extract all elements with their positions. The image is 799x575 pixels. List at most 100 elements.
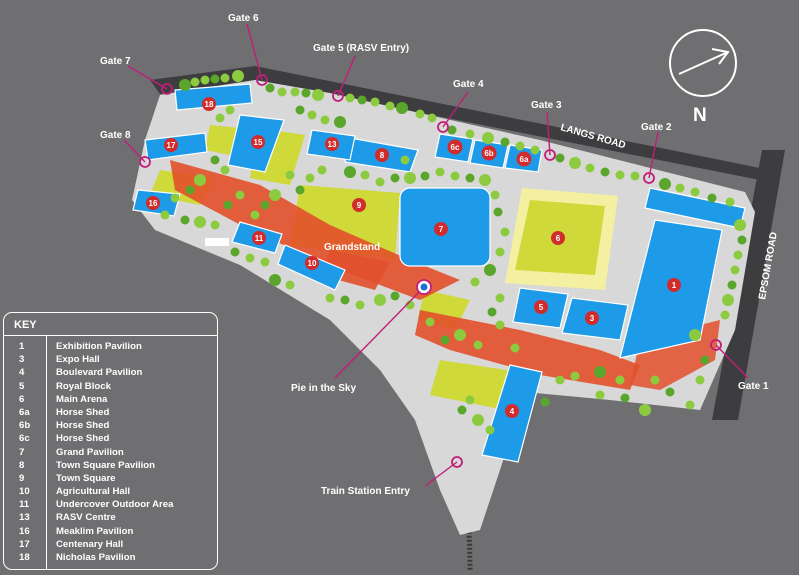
tree-icon	[472, 414, 484, 426]
tree-icon	[180, 215, 190, 225]
small-structure	[205, 238, 229, 246]
gate-6-leader	[246, 23, 263, 81]
marker-6c	[447, 139, 463, 155]
key-row-name: Meaklim Pavilion	[56, 525, 134, 537]
tree-icon	[465, 129, 475, 139]
key-row-number: 17	[19, 538, 30, 550]
walkway	[320, 250, 390, 290]
key-row-number: 6b	[19, 420, 31, 432]
tree-icon	[334, 116, 346, 128]
tree-icon	[265, 83, 275, 93]
tree-icon	[390, 291, 400, 301]
tree-icon	[737, 235, 747, 245]
tree-icon	[540, 397, 550, 407]
tree-icon	[482, 132, 494, 144]
marker-label-5: 5	[539, 303, 544, 312]
tree-icon	[454, 329, 466, 341]
tree-icon	[340, 295, 350, 305]
gate-3-leader	[546, 111, 551, 156]
marker-3	[585, 311, 599, 325]
tree-icon	[470, 277, 480, 287]
tree-icon	[307, 110, 317, 120]
key-row: 6a Horse Shed	[4, 406, 219, 419]
tree-icon	[320, 115, 330, 125]
tree-icon	[500, 227, 510, 237]
key-row-name: Town Square	[56, 472, 116, 484]
marker-label-4: 4	[510, 407, 515, 416]
marker-4	[505, 404, 519, 418]
pie-in-the-sky-leader	[334, 286, 425, 379]
gate-1-label: Gate 1	[738, 381, 769, 392]
tree-icon	[615, 375, 625, 385]
marker-label-8: 8	[380, 151, 385, 160]
tree-icon	[479, 174, 491, 186]
gates: Gate 1 Gate 2 Gate 3 Gate 4 Gate 5 (RASV…	[100, 13, 769, 392]
key-row: 13 RASV Centre	[4, 511, 219, 524]
key-row-number: 6c	[19, 433, 30, 445]
gate-5-label: Gate 5 (RASV Entry)	[313, 43, 409, 54]
tree-icon	[485, 425, 495, 435]
gate-7-label: Gate 7	[100, 56, 131, 67]
grandstand-label: Grandstand	[324, 242, 380, 253]
tree-icon	[220, 165, 230, 175]
marker-label-13: 13	[328, 140, 337, 149]
tree-icon	[355, 300, 365, 310]
tree-icon	[447, 125, 457, 135]
tree-icon	[733, 250, 743, 260]
gate-6-marker	[256, 74, 268, 86]
key-row: 16 Meaklim Pavilion	[4, 525, 219, 538]
key-row-number: 6a	[19, 406, 30, 418]
tree-icon	[370, 97, 380, 107]
key-row: 6 Main Arena	[4, 393, 219, 406]
tree-icon	[615, 170, 625, 180]
key-row-number: 6	[19, 393, 25, 405]
tree-icon	[450, 171, 460, 181]
marker-label-6a: 6a	[520, 155, 529, 164]
tree-icon	[344, 166, 356, 178]
tree-icon	[555, 153, 565, 163]
compass-arrow-icon	[711, 48, 730, 65]
tree-icon	[720, 310, 730, 320]
tree-icon	[325, 293, 335, 303]
tree-icon	[659, 178, 671, 190]
key-row-number: 1	[19, 341, 25, 352]
key-row-name: Main Arena	[56, 393, 108, 405]
tree-icon	[357, 95, 367, 105]
tree-icon	[630, 171, 640, 181]
gate-2-leader	[648, 131, 659, 179]
key-row-number: 13	[19, 512, 30, 524]
marker-11	[252, 231, 266, 245]
gate-8-label: Gate 8	[100, 130, 131, 141]
marker-label-16: 16	[149, 199, 158, 208]
compass-ring	[669, 29, 737, 97]
tree-icon	[225, 105, 235, 115]
lawn-area	[205, 125, 240, 155]
marker-label-3: 3	[590, 314, 595, 323]
tree-icon	[585, 163, 595, 173]
marker-label-18: 18	[205, 100, 214, 109]
tree-icon	[722, 294, 734, 306]
tree-icon	[223, 200, 233, 210]
key-row-name: RASV Centre	[56, 512, 116, 524]
tree-icon	[260, 200, 270, 210]
tree-icon	[569, 157, 581, 169]
trees	[160, 70, 747, 435]
key-row-number: 16	[19, 525, 30, 537]
key-row-number: 4	[19, 367, 25, 379]
tree-icon	[400, 155, 410, 165]
tree-icon	[200, 75, 210, 85]
building-markers: 1 3 4 5 6 6a 6b 6c 7 8 9 10 11 13 15 16 …	[146, 97, 681, 418]
marker-label-6: 6	[556, 234, 561, 243]
key-row-number: 11	[19, 499, 30, 511]
tree-icon	[290, 87, 300, 97]
key-row-name: Nicholas Pavilion	[56, 552, 136, 563]
marker-6	[551, 231, 565, 245]
marker-1	[667, 278, 681, 292]
key-row-name: Horse Shed	[56, 406, 110, 418]
gate-5-marker	[332, 90, 344, 102]
marker-16	[146, 196, 160, 210]
marker-label-10: 10	[308, 259, 317, 268]
walkway	[415, 310, 640, 390]
